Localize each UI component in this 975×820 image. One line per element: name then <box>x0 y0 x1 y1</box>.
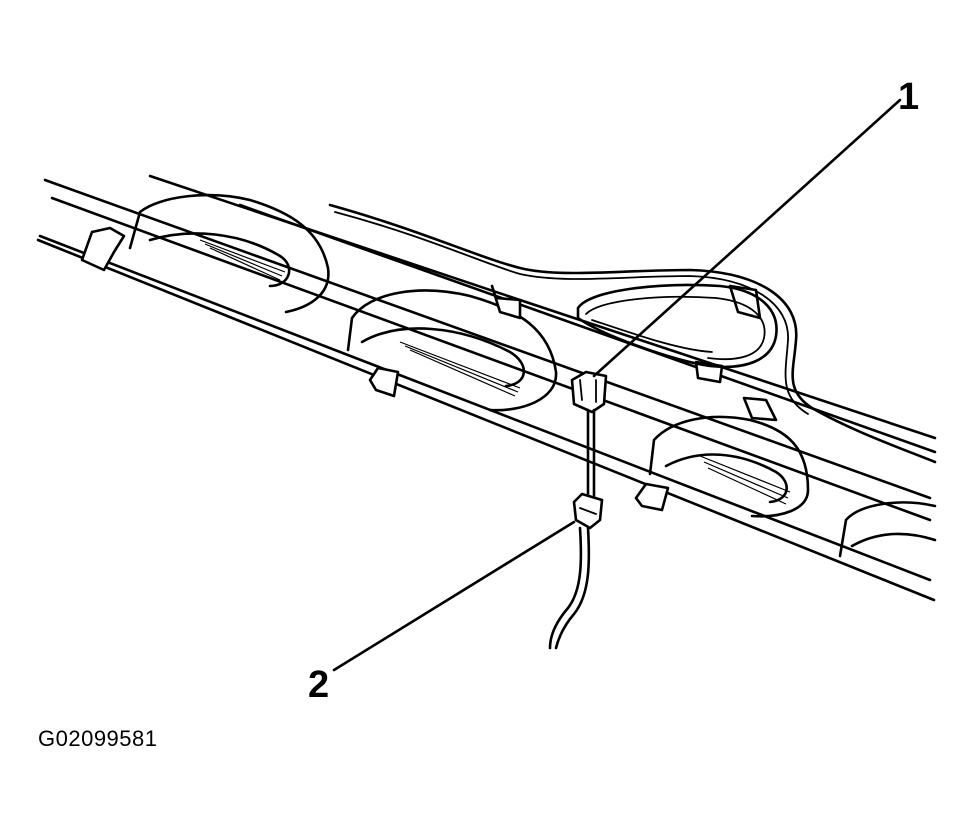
pocket-3 <box>648 415 810 518</box>
harness-wire <box>586 408 596 500</box>
leader-line-2 <box>332 520 576 672</box>
figure-id: G02099581 <box>38 726 158 751</box>
pocket-1 <box>128 193 330 314</box>
lead-wire <box>548 526 591 650</box>
wire-harness-loop <box>576 283 778 369</box>
callout-1: 1 <box>898 76 920 118</box>
leader-line-1 <box>592 98 902 378</box>
panel-frame <box>36 174 937 602</box>
callout-2: 2 <box>308 664 330 706</box>
connector-2 <box>572 492 604 530</box>
pocket-4 <box>838 501 937 558</box>
connector-1 <box>570 370 608 414</box>
clips <box>80 226 778 512</box>
